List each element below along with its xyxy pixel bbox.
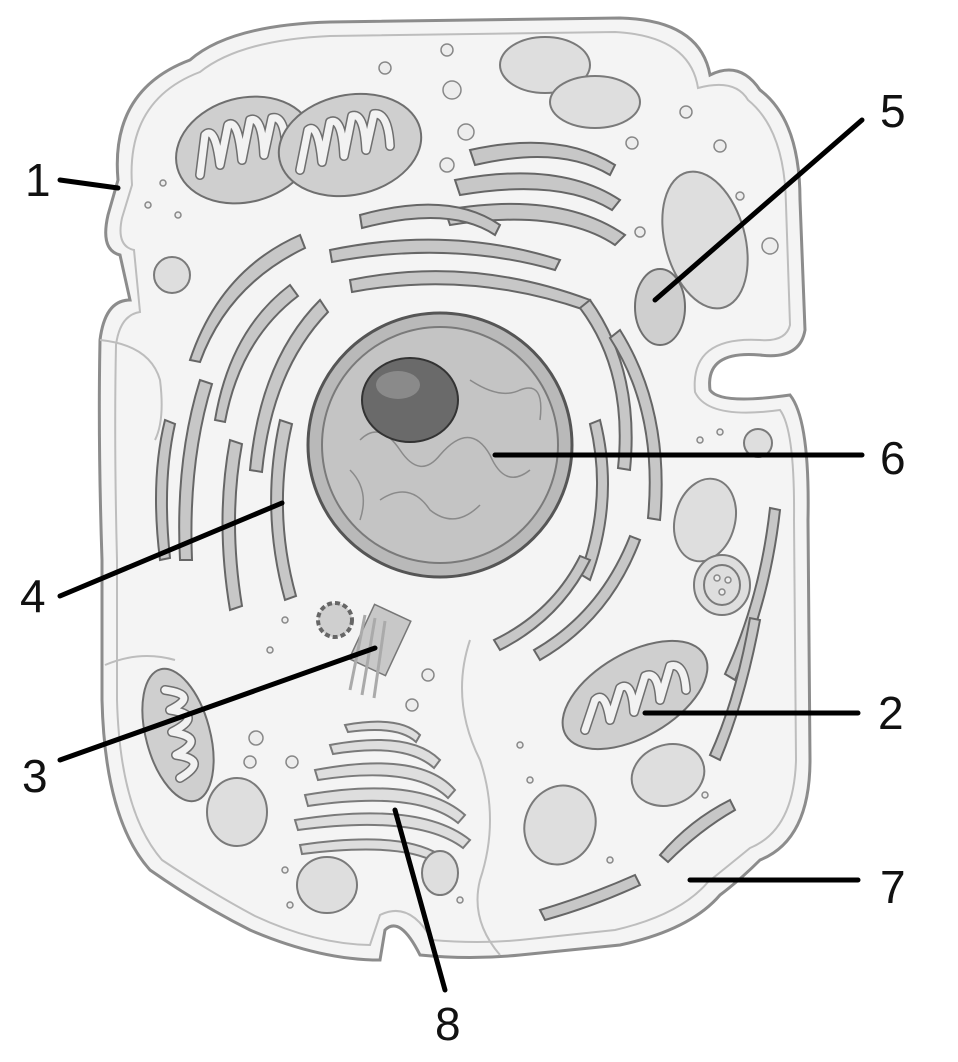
cytoplasm-fold-2 bbox=[104, 655, 176, 666]
nucleolus bbox=[361, 357, 459, 443]
label-4: 4 bbox=[20, 570, 46, 622]
mitochondrion-top-left bbox=[175, 95, 315, 205]
golgi-apparatus bbox=[293, 720, 472, 864]
label-2: 2 bbox=[878, 687, 904, 739]
peroxisome-dot-3 bbox=[718, 588, 726, 596]
rough-er-right bbox=[492, 298, 782, 762]
vesicle-top-1 bbox=[499, 36, 591, 94]
vesicle-bottom-right-1 bbox=[630, 743, 706, 807]
smooth-er-bottom-right-2 bbox=[658, 798, 737, 864]
vesicle-bottom-left-1 bbox=[206, 777, 268, 847]
leader-line-1 bbox=[57, 177, 121, 191]
vesicle-left bbox=[153, 256, 191, 294]
vesicle-top-2 bbox=[549, 75, 641, 129]
peroxisome-dot-2 bbox=[724, 576, 732, 584]
leader-line-4 bbox=[57, 500, 285, 599]
label-8: 8 bbox=[435, 998, 461, 1050]
label-1: 1 bbox=[25, 154, 51, 206]
vesicle-bottom-middle bbox=[421, 850, 459, 896]
leader-line-3 bbox=[57, 645, 378, 763]
rough-er-left bbox=[155, 233, 330, 612]
leader-line-5 bbox=[652, 117, 865, 303]
vesicle-right-1 bbox=[673, 477, 737, 563]
cell-membrane-inner bbox=[114, 30, 798, 947]
peroxisome-dot-1 bbox=[713, 574, 721, 582]
label-6: 6 bbox=[880, 432, 906, 484]
centrioles bbox=[316, 601, 412, 699]
ribosomes bbox=[144, 43, 779, 909]
cytoplasm-fold-3 bbox=[461, 639, 501, 956]
mitochondrion-right bbox=[561, 639, 709, 751]
leader-line-8 bbox=[392, 807, 448, 993]
peroxisome-core bbox=[703, 564, 741, 606]
mitochondrion-top-middle bbox=[277, 92, 423, 198]
mitochondrion-bottom-left bbox=[141, 667, 215, 803]
vesicle-bottom-right-2 bbox=[523, 784, 597, 866]
cytoplasm-fold bbox=[99, 339, 163, 441]
label-5: 5 bbox=[880, 85, 906, 137]
label-7: 7 bbox=[880, 861, 906, 913]
rough-er-top bbox=[328, 141, 627, 312]
label-3: 3 bbox=[22, 750, 48, 802]
nucleus bbox=[306, 311, 574, 579]
vesicle-bottom-left-2 bbox=[296, 856, 358, 914]
smooth-er-bottom-right bbox=[538, 873, 642, 922]
